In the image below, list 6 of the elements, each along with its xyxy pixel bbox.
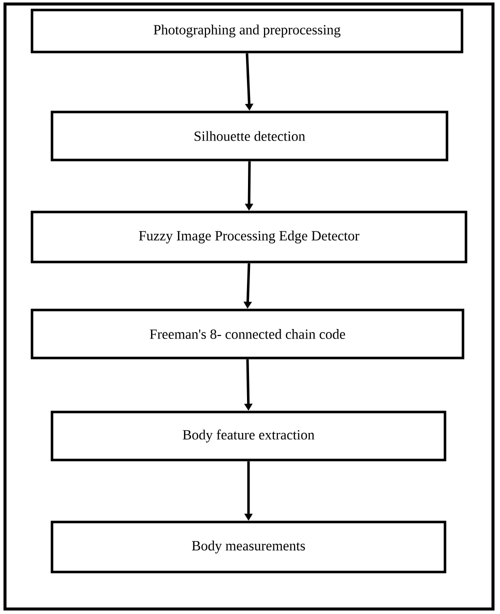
process-box: Fuzzy Image Processing Edge Detector [30, 210, 468, 264]
process-box: Freeman's 8- connected chain code [30, 308, 464, 360]
process-box: Body feature extraction [50, 410, 446, 462]
process-box: Photographing and preprocessing [30, 8, 464, 54]
process-box: Silhouette detection [50, 110, 448, 162]
process-box: Body measurements [50, 520, 446, 574]
